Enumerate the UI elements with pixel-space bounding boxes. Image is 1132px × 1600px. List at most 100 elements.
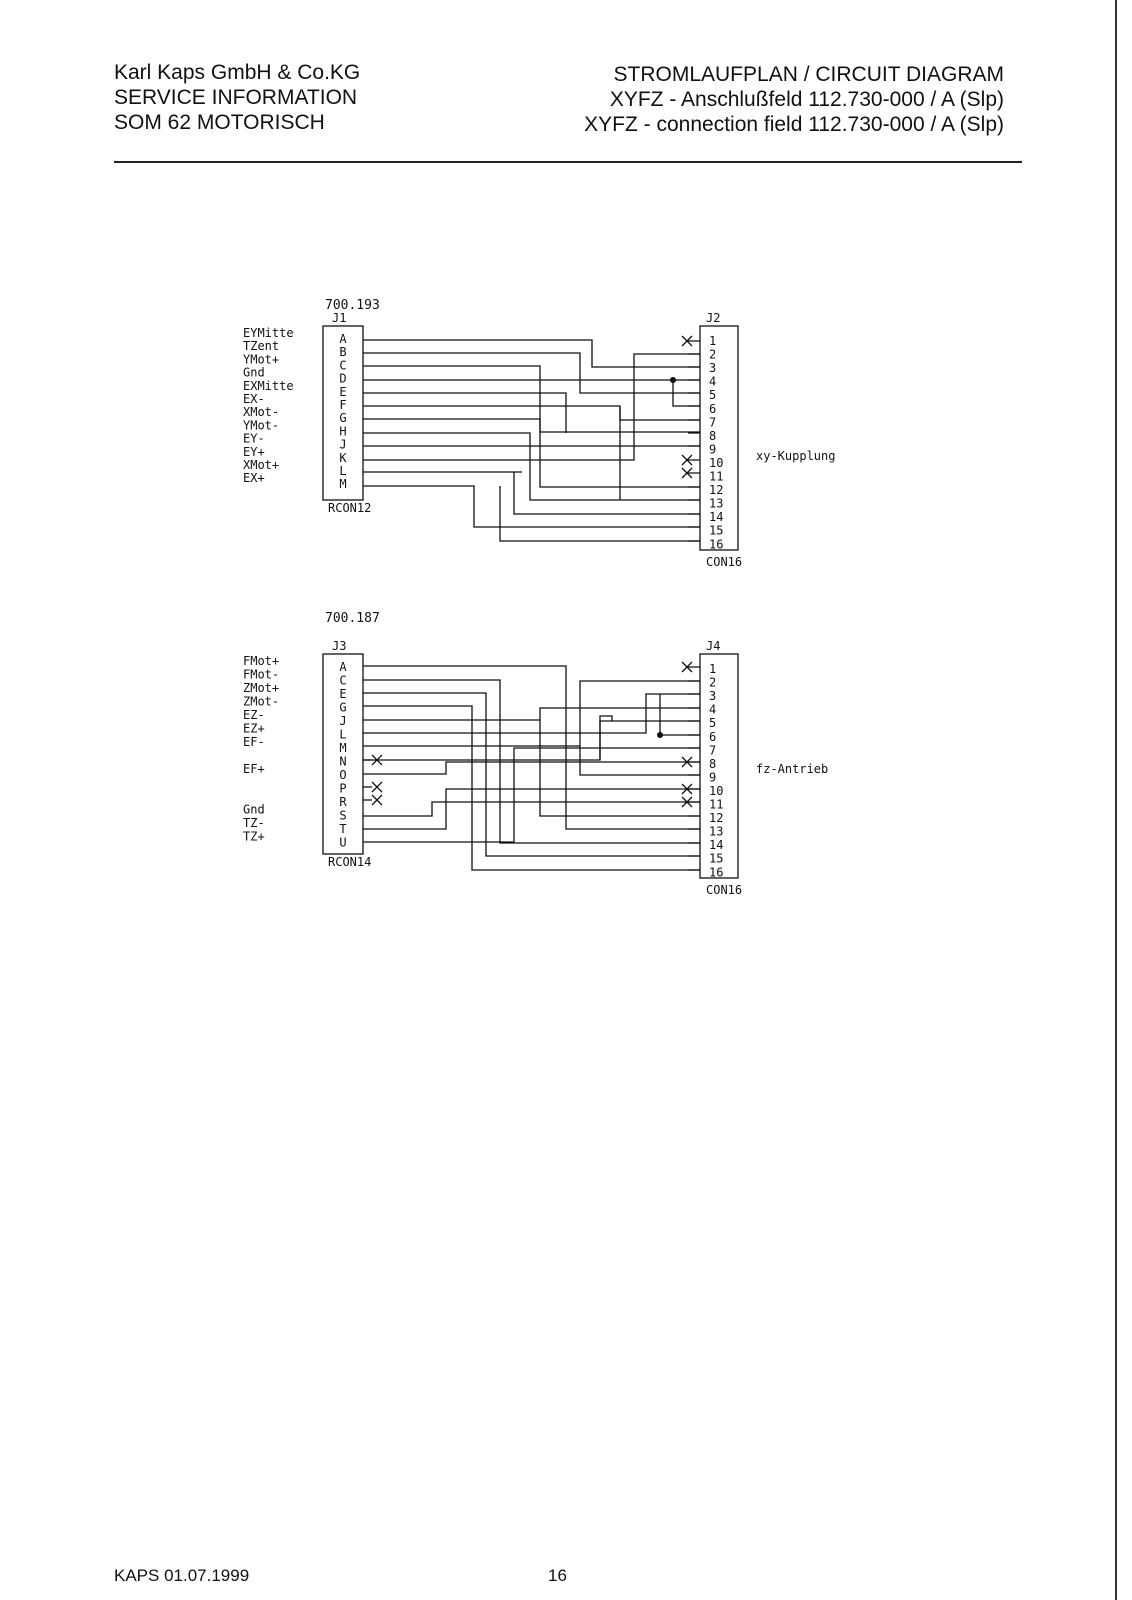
pin-label-right: 5	[709, 388, 716, 402]
signal-label: YMot-	[243, 418, 279, 432]
signal-label: EY+	[243, 445, 265, 459]
diagram-title: STROMLAUFPLAN / CIRCUIT DIAGRAM	[613, 63, 1005, 86]
pin-label-left: A	[339, 332, 347, 346]
pin-label-left: E	[339, 385, 346, 399]
pin-label-right: 7	[709, 415, 716, 429]
pin-label-right: 14	[709, 510, 723, 524]
connector-ref-left: J3	[332, 639, 346, 653]
pin-label-left: C	[339, 358, 346, 372]
pin-label-left: J	[339, 438, 346, 452]
document-type: SERVICE INFORMATION	[114, 86, 358, 109]
signal-label: YMot+	[243, 352, 279, 366]
part-number: 700.187	[325, 611, 380, 626]
pin-label-left: R	[339, 795, 347, 809]
connector-j4	[699, 653, 739, 879]
signal-label: Gnd	[243, 366, 265, 380]
pin-label-left: A	[339, 660, 347, 674]
pin-label-right: 3	[709, 361, 716, 375]
junction-dot	[657, 732, 663, 738]
pin-label-right: 10	[709, 784, 723, 798]
signal-label: EYMitte	[243, 326, 294, 340]
pin-label-right: 16	[709, 865, 723, 879]
pin-label-left: P	[339, 782, 346, 796]
pin-label-left: J	[339, 714, 346, 728]
pin-label-left: O	[339, 768, 346, 782]
footer-date: KAPS 01.07.1999	[114, 1566, 250, 1585]
pin-label-right: 4	[709, 375, 716, 389]
pin-label-left: H	[339, 424, 346, 438]
pin-label-right: 8	[709, 429, 716, 443]
pin-label-right: 15	[709, 524, 723, 538]
pin-label-right: 14	[709, 838, 723, 852]
pin-label-right: 16	[709, 537, 723, 551]
pin-label-left: L	[339, 464, 346, 478]
connector-j2	[699, 325, 739, 551]
signal-label: XMot+	[243, 458, 279, 472]
signal-label: EX-	[243, 392, 265, 406]
signal-label: EX+	[243, 471, 265, 485]
header-right: STROMLAUFPLAN / CIRCUIT DIAGRAM XYFZ - A…	[584, 62, 1004, 137]
part-number: 700.193	[325, 298, 380, 313]
connector-ref-left: J1	[332, 311, 346, 325]
pin-label-right: 9	[709, 770, 716, 784]
pin-label-right: 7	[709, 743, 716, 757]
connector-j3	[322, 653, 364, 855]
signal-label: ZMot+	[243, 681, 279, 695]
pin-label-right: 1	[709, 662, 716, 676]
signal-label: EZ-	[243, 708, 265, 722]
signal-label: EF+	[243, 762, 265, 776]
wiring-j1-j2	[363, 339, 700, 542]
diagram-caption: fz-Antrieb	[756, 762, 828, 776]
signal-label: TZ+	[243, 830, 265, 844]
pin-label-right: 13	[709, 825, 723, 839]
pin-label-left: S	[339, 809, 346, 823]
pin-label-right: 10	[709, 456, 723, 470]
pin-label-left: L	[339, 728, 346, 742]
header-left: Karl Kaps GmbH & Co.KG SERVICE INFORMATI…	[114, 60, 360, 135]
pin-label-right: 13	[709, 497, 723, 511]
pin-label-right: 12	[709, 483, 723, 497]
pin-label-right: 8	[709, 757, 716, 771]
pin-label-right: 5	[709, 716, 716, 730]
pin-label-left: M	[339, 741, 346, 755]
company-name: Karl Kaps GmbH & Co.KG	[114, 61, 361, 84]
pin-label-right: 11	[709, 470, 723, 484]
pin-label-right: 6	[709, 402, 716, 416]
connector-type-left: RCON12	[328, 501, 371, 515]
page-edge-line	[1115, 0, 1117, 1600]
pin-label-right: 4	[709, 703, 716, 717]
pin-label-left: G	[339, 701, 346, 715]
pin-label-left: G	[339, 411, 346, 425]
signal-label: EXMitte	[243, 379, 294, 393]
wiring-j3-j4	[363, 665, 700, 871]
connector-ref-right: J4	[706, 639, 720, 653]
diagram-subtitle-de: XYFZ - Anschlußfeld 112.730-000 / A (Slp…	[609, 88, 1004, 111]
signal-label: XMot-	[243, 405, 279, 419]
pin-label-right: 3	[709, 689, 716, 703]
header-rule	[114, 161, 1022, 163]
junction-dot	[670, 377, 676, 383]
pin-label-left: N	[339, 755, 346, 769]
pin-label-right: 1	[709, 334, 716, 348]
page-number: 16	[548, 1566, 567, 1585]
pin-label-right: 2	[709, 348, 716, 362]
pin-label-right: 11	[709, 798, 723, 812]
pin-label-left: U	[339, 836, 346, 850]
signal-label: Gnd	[243, 803, 265, 817]
pin-label-left: D	[339, 372, 346, 386]
product-name: SOM 62 MOTORISCH	[114, 111, 325, 134]
pin-label-left: M	[339, 477, 346, 491]
pin-label-right: 9	[709, 442, 716, 456]
connector-j1	[322, 325, 364, 501]
no-connect-markers	[363, 335, 693, 808]
diagram-caption: xy-Kupplung	[756, 449, 835, 463]
signal-label: EZ+	[243, 722, 265, 736]
signal-label: FMot-	[243, 668, 279, 682]
signal-label: EF-	[243, 735, 265, 749]
pin-label-left: C	[339, 674, 346, 688]
connector-type-right: CON16	[706, 883, 742, 897]
pin-label-right: 15	[709, 852, 723, 866]
pin-label-right: 6	[709, 730, 716, 744]
signal-label: FMot+	[243, 654, 279, 668]
